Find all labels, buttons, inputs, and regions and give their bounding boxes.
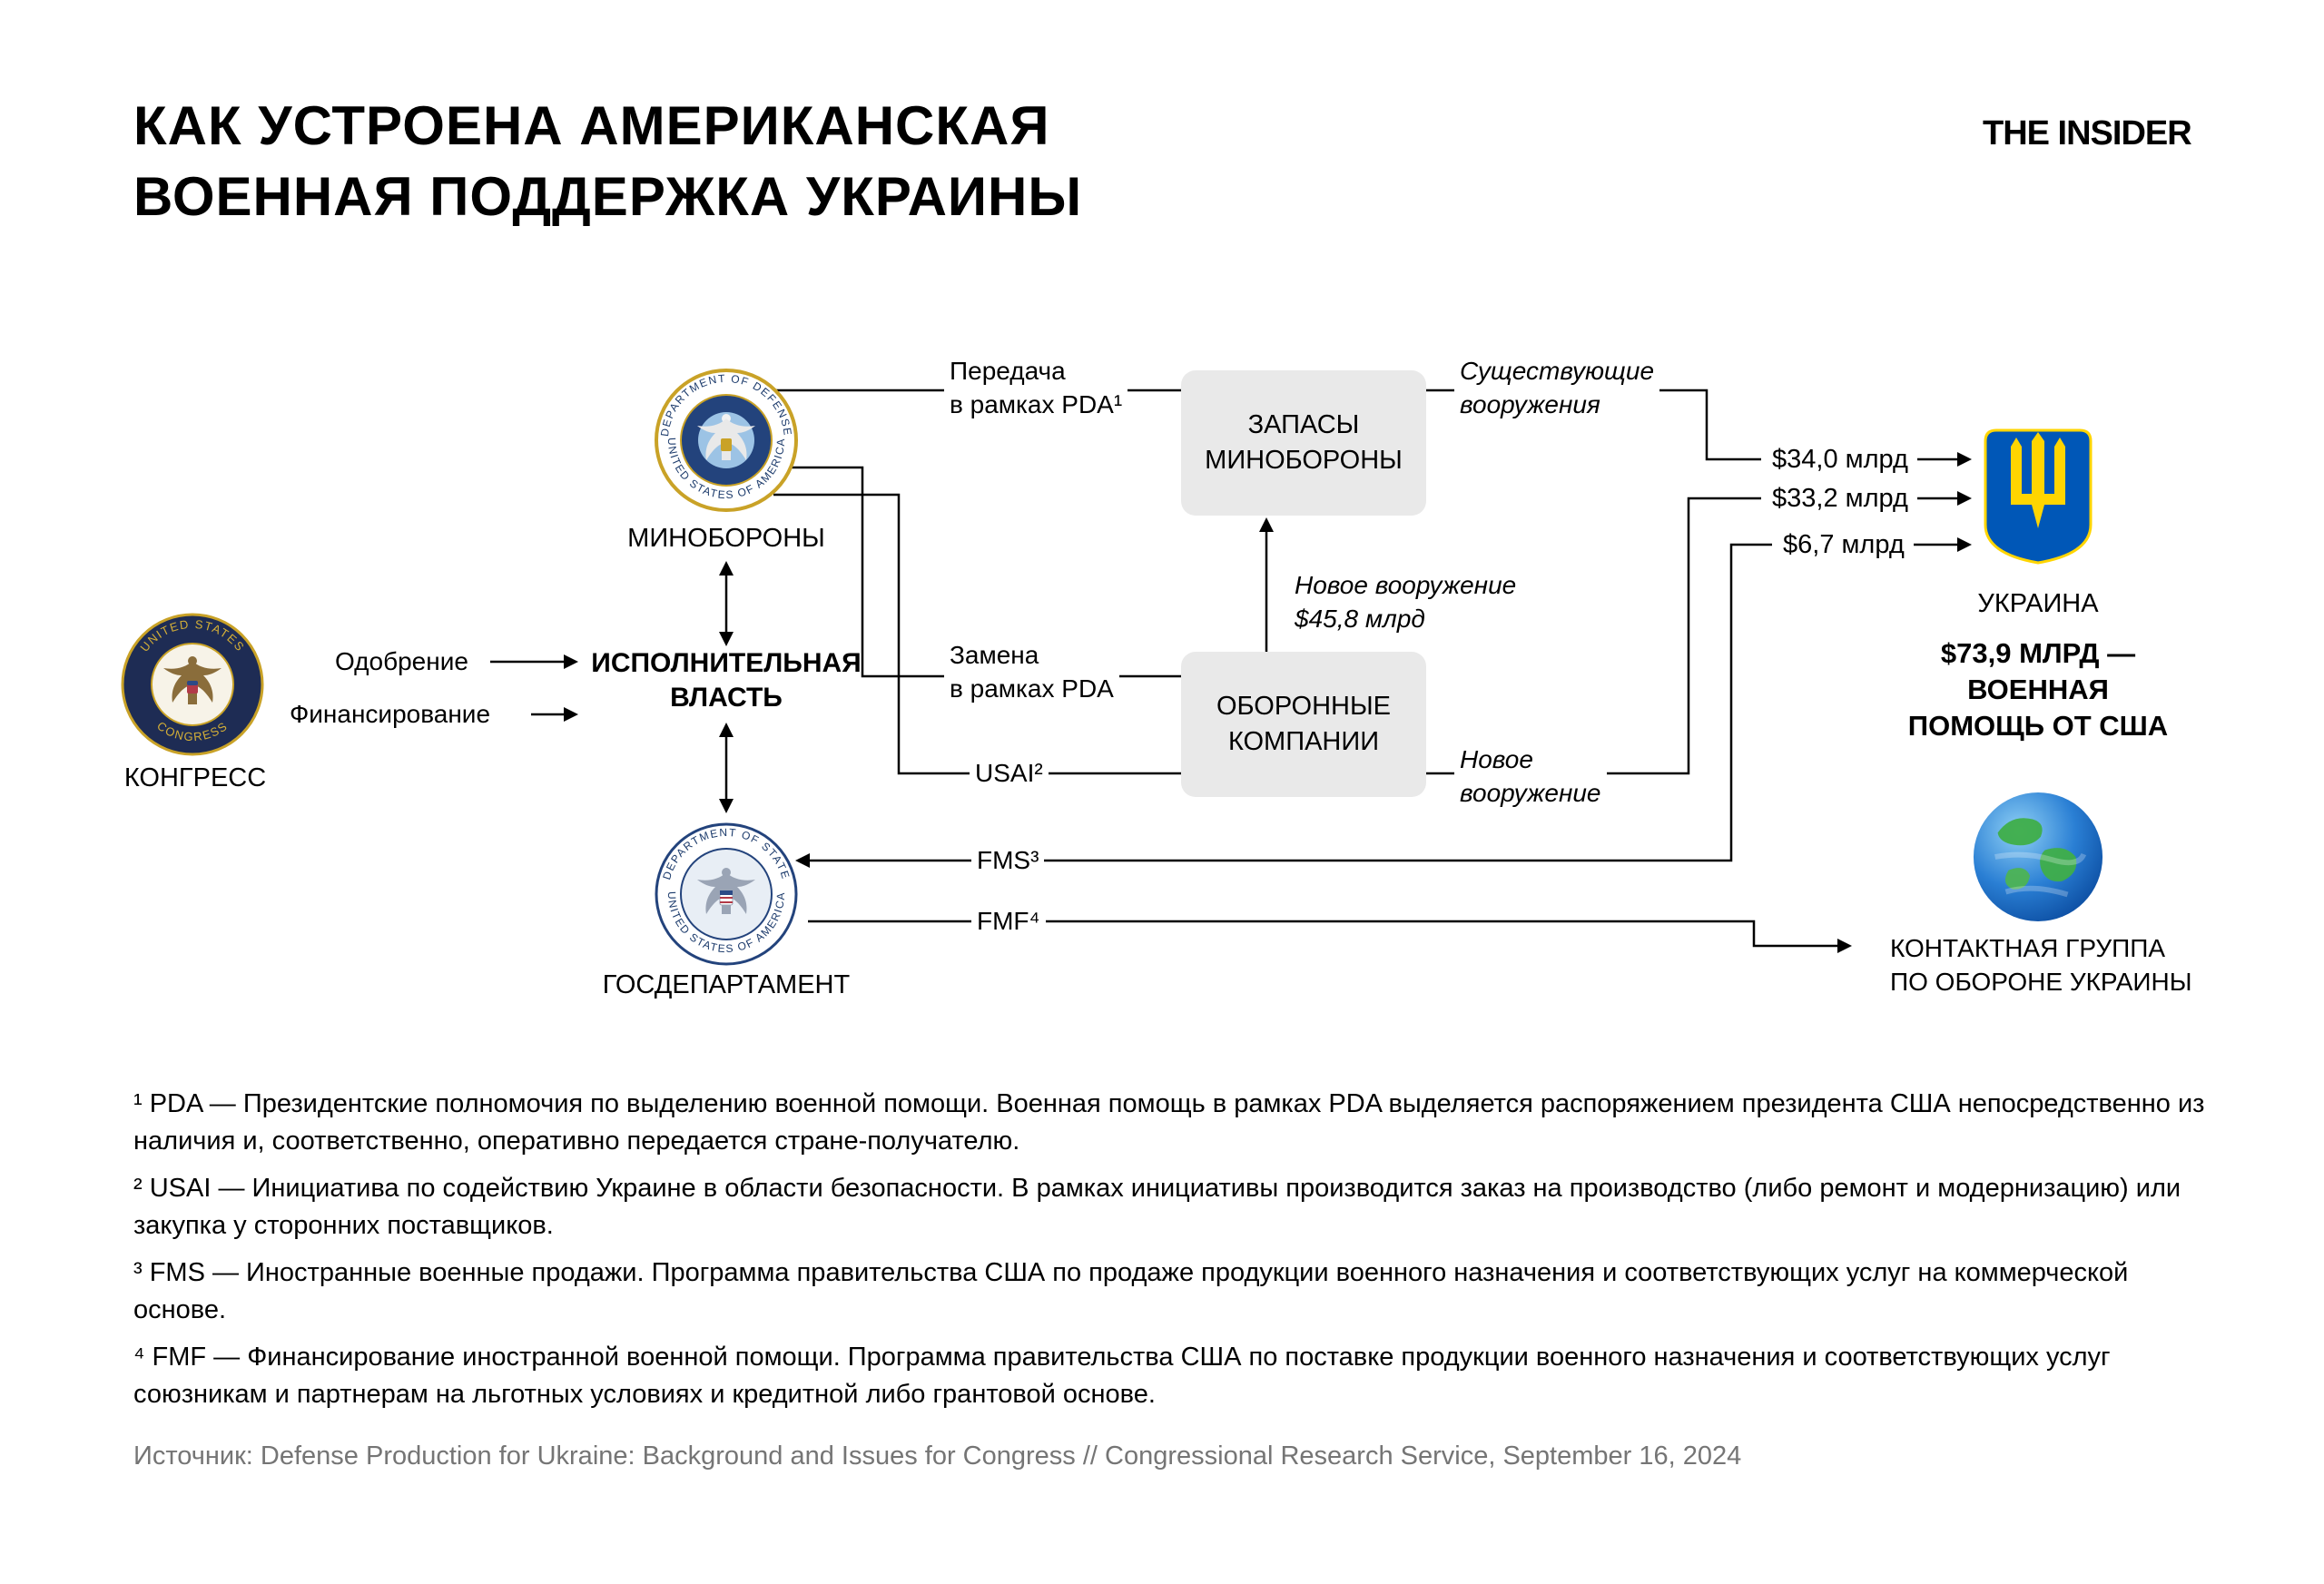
- footnote-fms: ³ FMS — Иностранные военные продажи. Про…: [133, 1258, 2129, 1324]
- globe-icon: [1971, 790, 2105, 924]
- existing-weapons-label: Существующие вооружения: [1454, 354, 1660, 421]
- fmf-line: [808, 920, 1837, 948]
- new-weapons-line2: вооружение: [1454, 776, 1607, 810]
- approval-label: Одобрение: [335, 647, 468, 675]
- total-line1: $73,9 МЛРД —: [1940, 637, 2136, 669]
- page-title-line1: КАК УСТРОЕНА АМЕРИКАНСКАЯ: [133, 95, 1050, 156]
- dod-seal: DEPARTMENT OF DEFENSE UNITED STATES OF A…: [654, 368, 799, 513]
- contact-group-label: КОНТАКТНАЯ ГРУППА ПО ОБОРОНЕ УКРАИНЫ: [1885, 931, 2198, 999]
- total-aid-label: $73,9 МЛРД — ВОЕННАЯ ПОМОЩЬ ОТ США: [1870, 635, 2206, 744]
- ukraine-emblem: [1982, 427, 2094, 566]
- footnote-pda: ¹ PDA — Президентские полномочия по выде…: [133, 1089, 2205, 1156]
- new-weapons-right-line: [1426, 497, 1761, 775]
- pda-replace-line2: в рамках PDA: [944, 672, 1119, 705]
- trident-icon: [2011, 432, 2065, 528]
- fms-line: [810, 543, 1772, 862]
- pda-transfer-line2: в рамках PDA¹: [944, 388, 1128, 421]
- defense-companies-box: ОБОРОННЫЕ КОМПАНИИ: [1181, 652, 1426, 797]
- page-title-line2: ВОЕННАЯ ПОДДЕРЖКА УКРАИНЫ: [133, 166, 1083, 227]
- new-weapons-amount-label: Новое вооружение $45,8 млрд: [1289, 568, 1521, 635]
- amount-usai: $33,2 млрд: [1768, 483, 1912, 515]
- pda-transfer-label: Передача в рамках PDA¹: [944, 354, 1128, 421]
- the-insider-logo: THE INSIDER: [1983, 114, 2192, 152]
- congress-eagle-icon: [163, 656, 222, 704]
- financing-label: Финансирование: [290, 700, 491, 728]
- amount-fms-fmf: $6,7 млрд: [1779, 529, 1908, 561]
- pda-replace-label: Замена в рамках PDA: [944, 638, 1119, 705]
- source-line: Источник: Defense Production for Ukraine…: [133, 1441, 1742, 1471]
- pda-replace-line1: Замена: [944, 638, 1119, 672]
- new-weapons-amount-line1: Новое вооружение: [1295, 571, 1517, 599]
- contact-group-line2: ПО ОБОРОНЕ УКРАИНЫ: [1890, 968, 2192, 996]
- page-title: КАК УСТРОЕНА АМЕРИКАНСКАЯ ВОЕННАЯ ПОДДЕР…: [133, 91, 1082, 232]
- amount-pda: $34,0 млрд: [1768, 444, 1912, 476]
- new-weapons-amount-line2: $45,8 млрд: [1295, 605, 1425, 633]
- footnote-usai: ² USAI — Инициатива по содействию Украин…: [133, 1174, 2181, 1240]
- executive-branch-label: ИСПОЛНИТЕЛЬНАЯ ВЛАСТЬ: [563, 646, 890, 715]
- pda-transfer-line1: Передача: [944, 354, 1128, 388]
- existing-weapons-line1: Существующие: [1454, 354, 1660, 388]
- fmf-label: FMF⁴: [971, 904, 1046, 938]
- dod-stocks-box: ЗАПАСЫ МИНОБОРОНЫ: [1181, 370, 1426, 516]
- total-line2: ВОЕННАЯ: [1967, 674, 2109, 705]
- congress-seal: UNITED STATES CONGRESS: [120, 612, 265, 757]
- dod-eagle-icon: [697, 414, 755, 460]
- ukraine-label: УКРАИНА: [1977, 589, 2099, 618]
- usai-label: USAI²: [970, 756, 1049, 790]
- footnotes: ¹ PDA — Президентские полномочия по выде…: [133, 1086, 2221, 1423]
- congress-label: КОНГРЕСС: [123, 763, 267, 792]
- existing-weapons-line2: вооружения: [1454, 388, 1660, 421]
- executive-line2: ВЛАСТЬ: [670, 683, 783, 713]
- stocks-line1: ЗАПАСЫ: [1247, 410, 1360, 439]
- companies-line2: КОМПАНИИ: [1227, 727, 1380, 756]
- state-dept-label: ГОСДЕПАРТАМЕНТ: [602, 970, 851, 999]
- fms-label: FMS³: [971, 843, 1045, 877]
- dod-label: МИНОБОРОНЫ: [627, 524, 825, 553]
- new-weapons-line1: Новое: [1454, 743, 1607, 776]
- new-weapons-label: Новое вооружение: [1454, 743, 1607, 810]
- footnote-fmf: ⁴ FMF — Финансирование иностранной военн…: [133, 1343, 2111, 1409]
- state-eagle-icon: [697, 868, 755, 914]
- companies-line1: ОБОРОННЫЕ: [1216, 692, 1391, 721]
- state-dept-seal: DEPARTMENT OF STATE UNITED STATES OF AME…: [654, 822, 799, 967]
- stocks-line2: МИНОБОРОНЫ: [1205, 446, 1403, 475]
- total-line3: ПОМОЩЬ ОТ США: [1907, 710, 2169, 742]
- executive-line1: ИСПОЛНИТЕЛЬНАЯ: [591, 648, 862, 678]
- contact-group-line1: КОНТАКТНАЯ ГРУППА: [1890, 934, 2166, 962]
- arrowheads: [564, 452, 1972, 953]
